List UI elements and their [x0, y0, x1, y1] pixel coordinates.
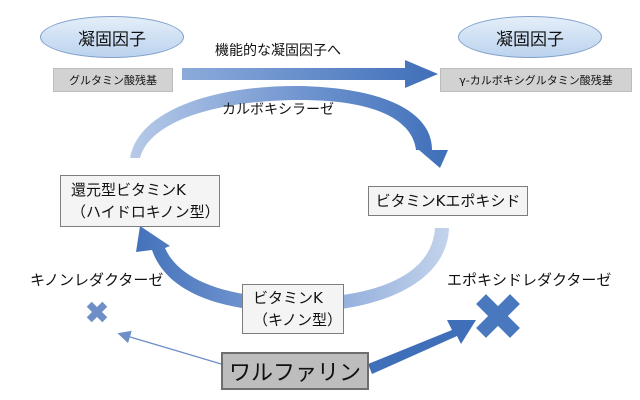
vitamin-k-epoxide-box: ビタミンKエポキシド	[368, 186, 528, 216]
warfarin-to-epoxide-reductase-arrow	[368, 320, 476, 374]
reductase-arc-arrow	[136, 226, 449, 312]
quinone-vitamin-k-line1: ビタミンK	[253, 289, 323, 307]
carboxylation-arrow	[182, 60, 438, 88]
vitamin-k-epoxide-label: ビタミンKエポキシド	[375, 192, 521, 210]
warfarin-label: ワルファリン	[228, 361, 361, 386]
functional-factor-label: 機能的な凝固因子へ	[215, 43, 341, 59]
quinone-vitamin-k-line2: （キノン型）	[253, 311, 342, 329]
epoxide-reductase-label: エポキシドレダクターゼ	[447, 271, 612, 289]
quinone-reductase-block-icon	[86, 301, 108, 323]
warfarin-box: ワルファリン	[221, 352, 369, 390]
left-coagulation-factor: 凝固因子	[40, 16, 184, 58]
glutamate-residue-label: グルタミン酸残基	[69, 74, 157, 87]
glutamate-residue-box: グルタミン酸残基	[53, 68, 173, 92]
left-coagulation-factor-label: 凝固因子	[78, 29, 146, 50]
gla-residue-label: γ-カルボキシグルタミン酸残基	[459, 74, 613, 87]
reduced-vitamin-k-box: 還元型ビタミンK （ハイドロキノン型）	[60, 175, 220, 227]
right-coagulation-factor-label: 凝固因子	[496, 29, 564, 50]
carboxylase-label: カルボキシラーゼ	[222, 102, 334, 118]
reduced-vitamin-k-line1: 還元型ビタミンK	[71, 181, 186, 199]
gla-residue-box: γ-カルボキシグルタミン酸残基	[440, 68, 632, 92]
right-coagulation-factor: 凝固因子	[458, 16, 602, 58]
quinone-vitamin-k-box: ビタミンK （キノン型）	[242, 284, 344, 334]
carboxylase-arc-arrow	[130, 85, 448, 168]
epoxide-reductase-block-icon	[476, 294, 520, 338]
reduced-vitamin-k-line2: （ハイドロキノン型）	[71, 203, 220, 221]
quinone-reductase-label: キノンレダクターゼ	[30, 271, 164, 289]
warfarin-to-quinone-reductase-arrow	[117, 330, 229, 367]
